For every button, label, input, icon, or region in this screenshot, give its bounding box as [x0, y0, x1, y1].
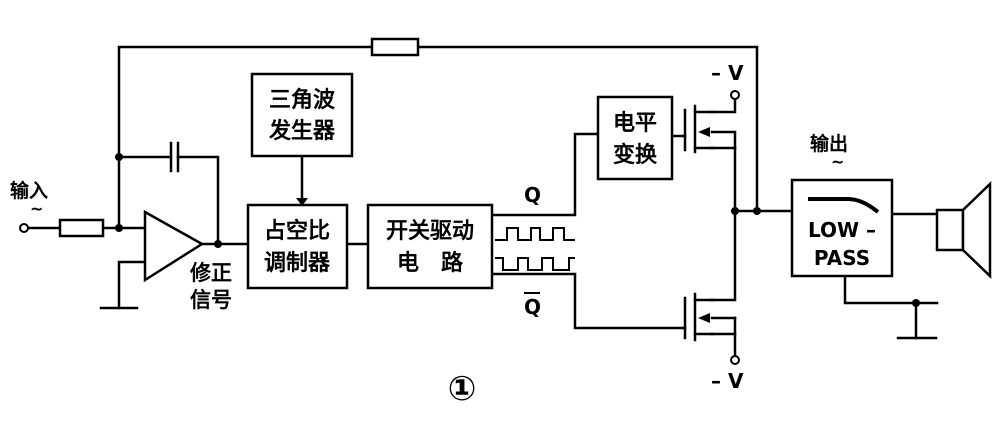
wires	[26, 45, 939, 358]
output-label: 输出	[810, 132, 848, 155]
lowpass-curve-icon	[808, 197, 880, 214]
pwm-label-2: 调制器	[264, 251, 331, 276]
level-shifter-block	[596, 95, 674, 181]
pwm-label-1: 占空比	[264, 218, 330, 244]
correction-label-1: 修正	[189, 261, 232, 285]
junction-dots	[115, 153, 920, 307]
feedback-resistor	[370, 37, 420, 57]
correction-label-2: 信号	[190, 288, 232, 312]
input-label: 输入	[10, 179, 48, 202]
switch-driver-block	[366, 203, 494, 290]
figure-number: ①	[448, 369, 477, 409]
neg-v-top-label: – V	[711, 61, 744, 85]
input-terminal	[19, 223, 29, 233]
speaker-icon	[935, 181, 992, 279]
arrow-head	[296, 198, 308, 206]
level-shift-label-1: 电平	[613, 111, 657, 136]
waveform-q-bar	[495, 257, 575, 271]
output-tilde: ~	[831, 152, 844, 171]
input-resistor	[58, 218, 105, 238]
integrator-capacitor	[169, 141, 180, 173]
input-tilde: ~	[30, 199, 43, 218]
waveform-q	[495, 227, 575, 241]
labels: 输入 ~ 三角波 发生器 占空比 调制器 开关驱动 电 路 电平 变换 修正 信…	[10, 61, 876, 409]
neg-v-terminal-top	[730, 90, 740, 100]
op-amp	[143, 209, 205, 283]
mosfet-top	[683, 104, 714, 154]
lowpass-filter-block	[790, 178, 894, 278]
lowpass-label-1: LOW –	[808, 218, 876, 242]
triangle-gen-label-1: 三角波	[269, 87, 336, 113]
neg-v-bottom-label: – V	[711, 369, 744, 393]
q-label: Q	[524, 183, 541, 207]
driver-label-1: 开关驱动	[386, 219, 474, 244]
mosfet-bottom	[683, 292, 714, 342]
pwm-modulator-block	[246, 203, 349, 290]
driver-label-2: 电 路	[397, 250, 464, 276]
neg-v-terminal-bottom	[730, 355, 740, 365]
triangle-generator-block	[250, 72, 354, 158]
triangle-gen-label-2: 发生器	[268, 118, 336, 144]
level-shift-label-2: 变换	[613, 142, 658, 168]
lowpass-label-2: PASS	[814, 246, 870, 270]
q-bar-label: Q	[524, 295, 541, 319]
